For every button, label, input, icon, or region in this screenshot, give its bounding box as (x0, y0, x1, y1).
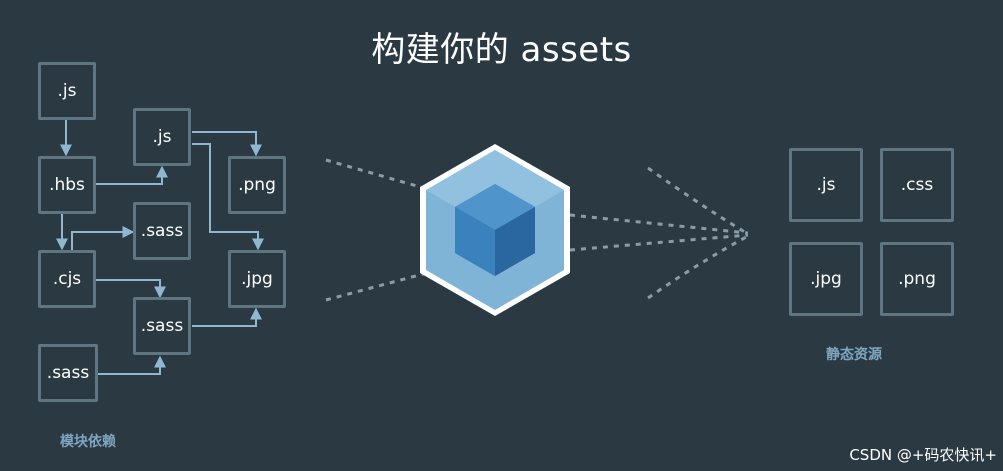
connector-js-jpg (192, 143, 264, 251)
connector-sass-sass (98, 355, 166, 375)
dependency-connectors (56, 120, 264, 375)
modules-caption: 模块依赖 (60, 434, 116, 450)
dotted-input-lines (325, 158, 439, 302)
output-png: .png (880, 242, 954, 316)
outputs-caption: 静态资源 (826, 347, 882, 363)
connector-sass-jpg (192, 307, 262, 327)
module-png: .png (228, 156, 286, 214)
diagram-title: 构建你的 assets (371, 30, 632, 70)
connector-cjs-sass-upper (71, 226, 135, 250)
module-js-mid: .js (133, 108, 191, 166)
connector-js-png (192, 131, 262, 157)
connector-cjs-sass-lower (96, 279, 166, 299)
module-js-top: .js (38, 62, 96, 120)
dotted-output-lines (569, 166, 749, 300)
module-cjs: .cjs (38, 250, 96, 308)
module-jpg: .jpg (228, 250, 286, 308)
webpack-cube-logo (420, 144, 570, 316)
module-hbs: .hbs (38, 156, 96, 214)
output-css: .css (880, 148, 954, 222)
module-sass-bottom: .sass (38, 344, 98, 402)
module-sass-upper: .sass (133, 202, 191, 260)
watermark: CSDN @+码农快讯+ (849, 446, 997, 464)
output-js: .js (789, 148, 863, 222)
connector-hbs-js (96, 165, 168, 185)
output-jpg: .jpg (789, 242, 863, 316)
module-sass-lower: .sass (133, 297, 191, 355)
